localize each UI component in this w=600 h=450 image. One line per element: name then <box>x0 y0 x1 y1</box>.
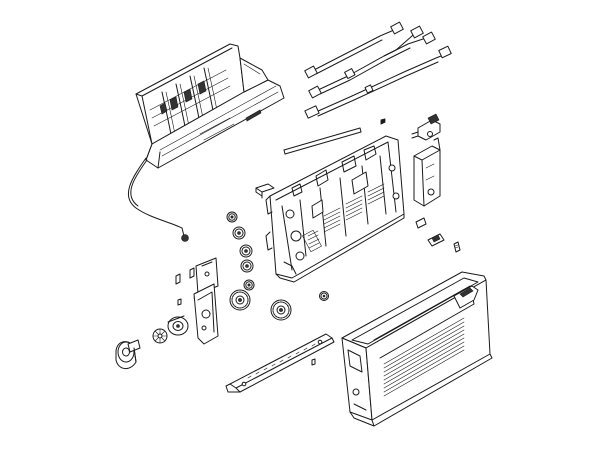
wire-harness-1 <box>304 21 404 79</box>
bracket-plate <box>413 137 441 207</box>
motor-bracket <box>193 257 219 345</box>
gear-4 <box>240 259 254 273</box>
gear-large-left <box>229 289 251 311</box>
shaft <box>283 127 362 155</box>
motor <box>167 315 189 336</box>
gear-1 <box>226 211 238 223</box>
gear-5 <box>243 279 255 291</box>
main-frame <box>265 135 405 283</box>
right-side-cover <box>341 271 493 427</box>
gear-2 <box>232 226 246 240</box>
wire-harness-2 <box>308 25 436 99</box>
lever <box>255 183 275 199</box>
bottom-rail <box>225 333 335 393</box>
encoder-disc <box>152 328 168 344</box>
gear-6 <box>319 291 329 301</box>
small-spring <box>380 118 386 125</box>
gear-3 <box>239 244 253 258</box>
gear-large-right <box>270 299 292 321</box>
wire-harness-3 <box>304 45 452 119</box>
cover-cable <box>127 157 189 242</box>
sensor-assembly <box>411 113 441 141</box>
clip <box>427 233 445 247</box>
gears <box>226 211 329 321</box>
motor-gear <box>115 339 141 369</box>
top-cover-assembly <box>135 43 285 169</box>
